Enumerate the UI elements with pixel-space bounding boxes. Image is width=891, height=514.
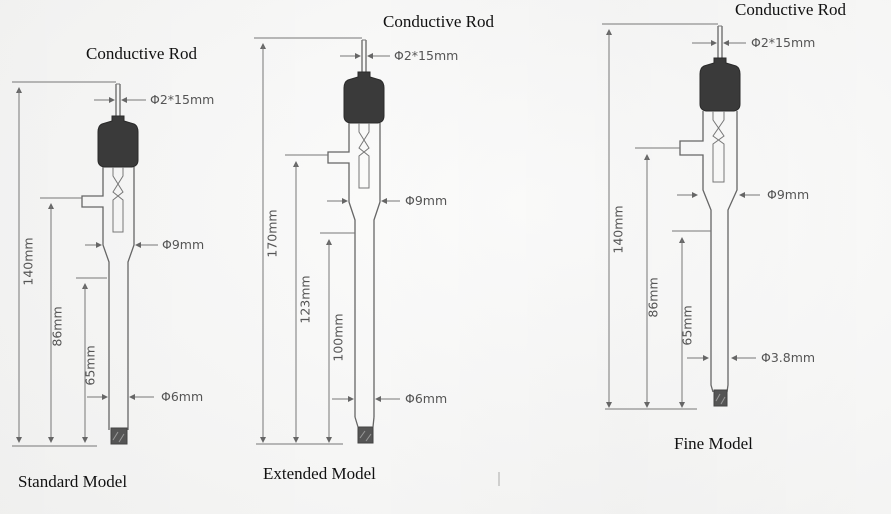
glass-body-right [726, 111, 738, 393]
standard-model-drawing [12, 81, 158, 447]
glass-body-right [373, 123, 381, 417]
electrode-cap [343, 71, 385, 124]
fine-upper-diameter: Φ9mm [767, 187, 810, 202]
fine-conductive-rod-label: Conductive Rod [735, 0, 846, 19]
standard-stem-length: 65mm [82, 345, 98, 386]
standard-conductive-rod-label: Conductive Rod [86, 44, 197, 63]
fine-lower-diameter: Φ3.8mm [761, 350, 816, 365]
fine-side-port-height: 86mm [645, 277, 661, 318]
glass-body-left [679, 111, 714, 393]
standard-upper-diameter: Φ9mm [162, 237, 205, 252]
standard-total-length: 140mm [20, 237, 36, 286]
extended-model-title: Extended Model [263, 464, 376, 483]
standard-model-title: Standard Model [18, 472, 128, 491]
fine-rod-dimension: Φ2*15mm [751, 35, 816, 50]
electrode-tip [110, 427, 128, 445]
fine-stem-length: 65mm [679, 305, 695, 346]
extended-side-port-height: 123mm [297, 275, 313, 324]
standard-side-port-height: 86mm [49, 306, 65, 347]
standard-lower-diameter: Φ6mm [161, 389, 204, 404]
electrode-tip [713, 389, 728, 407]
electrode-cap [97, 115, 139, 168]
electrode-tip [357, 426, 374, 444]
standard-rod-dimension: Φ2*15mm [150, 92, 215, 107]
extended-lower-diameter: Φ6mm [405, 391, 448, 406]
glass-body-left [327, 123, 356, 417]
extended-stem-length: 100mm [330, 313, 346, 362]
electrode-cap [699, 57, 741, 112]
extended-total-length: 170mm [264, 209, 280, 258]
extended-rod-dimension: Φ2*15mm [394, 48, 459, 63]
fine-model-title: Fine Model [674, 434, 753, 453]
fine-total-length: 140mm [610, 205, 626, 254]
glass-body-left [81, 167, 110, 430]
extended-model-drawing [254, 37, 400, 445]
fine-model-drawing [602, 23, 760, 410]
extended-conductive-rod-label: Conductive Rod [383, 12, 494, 31]
extended-upper-diameter: Φ9mm [405, 193, 448, 208]
glass-body-right [127, 167, 135, 430]
